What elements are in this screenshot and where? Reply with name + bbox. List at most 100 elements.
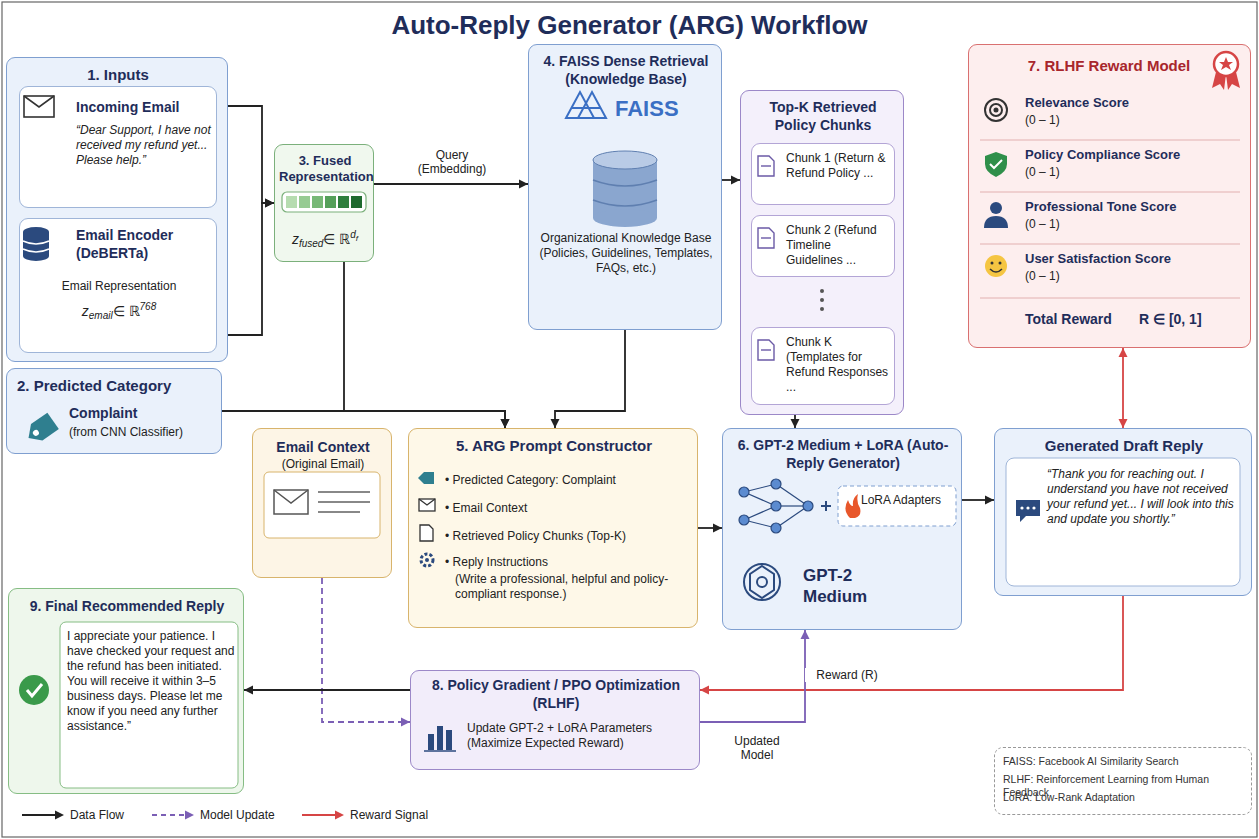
category-box: 2. Predicted CategoryComplaint (from CNN … bbox=[6, 368, 222, 454]
node-heading: Chunk 2 (Refund Timeline Guidelines ... bbox=[786, 223, 890, 268]
connector bbox=[722, 176, 740, 185]
legend-sample bbox=[20, 805, 66, 825]
arrowhead bbox=[501, 419, 510, 428]
connector bbox=[700, 630, 810, 722]
node-text: • Reply Instructions bbox=[445, 555, 691, 570]
edge-label: Reward (R) bbox=[805, 668, 889, 682]
node-text: Update GPT-2 + LoRA Parameters (Maximize… bbox=[467, 721, 691, 751]
legend-line bbox=[22, 814, 56, 816]
edge-label: Updated Model bbox=[722, 734, 792, 763]
legend-text: Reward Signal bbox=[350, 808, 428, 822]
arrowhead bbox=[401, 718, 410, 727]
reward-box: 7. RLHF Reward ModelRelevance Score(0 – … bbox=[968, 44, 1251, 348]
formula-part: z bbox=[82, 303, 89, 319]
arrowhead bbox=[265, 199, 274, 208]
node-text: Email Representation bbox=[20, 279, 218, 294]
node-text: (Original Email) bbox=[253, 457, 393, 472]
arrowhead bbox=[801, 630, 810, 639]
connector bbox=[222, 411, 510, 428]
input-box: Incoming Email “Dear Support, I have not … bbox=[19, 86, 217, 208]
legend-line bbox=[152, 814, 186, 816]
node-heading: 4. FAISS Dense Retrieval (Knowledge Base… bbox=[537, 53, 715, 88]
arrowhead bbox=[55, 811, 64, 820]
arrowhead bbox=[265, 199, 274, 208]
fused-box: 3. Fused Representation zfused∈ ℝdf bbox=[274, 144, 374, 262]
connector-line bbox=[374, 183, 528, 185]
context-box: Email Context(Original Email) bbox=[252, 428, 392, 578]
formula: zfused∈ ℝdf bbox=[275, 229, 375, 251]
arrowhead bbox=[700, 686, 709, 695]
connector bbox=[374, 180, 528, 189]
glossary-box: FAISS: Facebook AI Similarity SearchRLHF… bbox=[994, 747, 1252, 815]
node-heading: 8. Policy Gradient / PPO Optimization (R… bbox=[421, 677, 691, 712]
arrowhead bbox=[185, 811, 194, 820]
node-text: I appreciate your patience. I have check… bbox=[67, 629, 237, 734]
node-text: (0 – 1) bbox=[1025, 113, 1145, 128]
connector-line bbox=[700, 630, 805, 722]
node-text: Policy Compliance Score bbox=[1025, 147, 1225, 163]
final-box: 9. Final Recommended Reply I appreciate y… bbox=[8, 588, 244, 794]
node-text: (0 – 1) bbox=[1025, 217, 1145, 232]
connector-line bbox=[1122, 348, 1124, 428]
node-heading: 3. Fused Representation bbox=[279, 153, 371, 186]
node-heading: Email Encoder (DeBERTa) bbox=[76, 227, 212, 262]
node-text: • Email Context bbox=[445, 501, 691, 516]
formula-part: f bbox=[356, 234, 358, 243]
connector bbox=[962, 496, 994, 505]
formula-part: d bbox=[350, 229, 356, 240]
edge-label: Query (Embedding) bbox=[405, 148, 499, 177]
node-heading: Chunk 1 (Return & Refund Policy ... bbox=[786, 151, 890, 181]
encoder-box: Email Encoder (DeBERTa) Email Representat… bbox=[19, 218, 217, 353]
node-text: Professional Tone Score bbox=[1025, 199, 1225, 215]
draft-box: Generated Draft Reply“Thank you for reac… bbox=[994, 428, 1252, 596]
arrowhead bbox=[551, 419, 560, 428]
node-heading: 9. Final Recommended Reply bbox=[15, 598, 239, 616]
node-text: “Dear Support, I have not received my re… bbox=[76, 123, 212, 168]
formula: zemail∈ ℝ768 bbox=[20, 301, 218, 323]
arrowhead bbox=[501, 419, 510, 428]
node-text: • Retrieved Policy Chunks (Top-K) bbox=[445, 529, 691, 544]
formula-part: ∈ ℝ bbox=[113, 303, 140, 319]
node-text: (0 – 1) bbox=[1025, 165, 1145, 180]
node-text: Organizational Knowledge Base (Policies,… bbox=[537, 231, 715, 276]
generator-box: 6. GPT-2 Medium + LoRA (Auto-Reply Gener… bbox=[722, 428, 962, 630]
connector-line bbox=[344, 262, 505, 428]
arrowhead bbox=[519, 180, 528, 189]
arrowhead bbox=[731, 176, 740, 185]
arrowhead bbox=[335, 811, 344, 820]
node-heading: Top-K Retrieved Policy Chunks bbox=[747, 99, 899, 134]
legend-sample bbox=[300, 805, 346, 825]
node-heading: 7. RLHF Reward Model bbox=[1009, 57, 1209, 76]
node-text: (0 – 1) bbox=[1025, 269, 1145, 284]
node-text: User Satisfaction Score bbox=[1025, 251, 1225, 267]
arrowhead bbox=[985, 496, 994, 505]
legend-text: Data Flow bbox=[70, 808, 124, 822]
node-text: Total Reward bbox=[1025, 311, 1135, 329]
node-heading: FAISS: Facebook AI Similarity Search bbox=[1003, 755, 1247, 768]
arrowhead bbox=[713, 524, 722, 533]
node-heading: 2. Predicted Category bbox=[17, 377, 213, 396]
legend-line bbox=[302, 814, 336, 816]
node-text: GPT-2 Medium bbox=[803, 565, 893, 608]
diagram-title: Auto-Reply Generator (ARG) Workflow bbox=[0, 10, 1259, 41]
node-text: Complaint bbox=[69, 405, 217, 423]
legend-sample bbox=[150, 805, 196, 825]
connector bbox=[791, 415, 800, 428]
connector bbox=[551, 330, 626, 428]
node-heading: Incoming Email bbox=[76, 99, 212, 117]
formula-part: fused bbox=[299, 238, 323, 249]
node-text: (from CNN Classifier) bbox=[69, 425, 217, 440]
legend-text: Model Update bbox=[200, 808, 275, 822]
formula-part: 768 bbox=[140, 301, 157, 312]
connector-line bbox=[222, 411, 505, 428]
chunk-box: Chunk 2 (Refund Timeline Guidelines ... bbox=[751, 215, 895, 277]
node-text: FAISS bbox=[615, 95, 715, 123]
connector bbox=[322, 578, 410, 727]
node-heading: Generated Draft Reply bbox=[995, 437, 1253, 456]
formula-part: email bbox=[89, 310, 113, 321]
legend-item: Reward Signal bbox=[300, 805, 428, 825]
node-heading: 5. ARG Prompt Constructor bbox=[409, 437, 699, 456]
connector bbox=[244, 686, 410, 695]
chunks-panel: Top-K Retrieved Policy ChunksChunk 1 (Re… bbox=[740, 90, 904, 415]
